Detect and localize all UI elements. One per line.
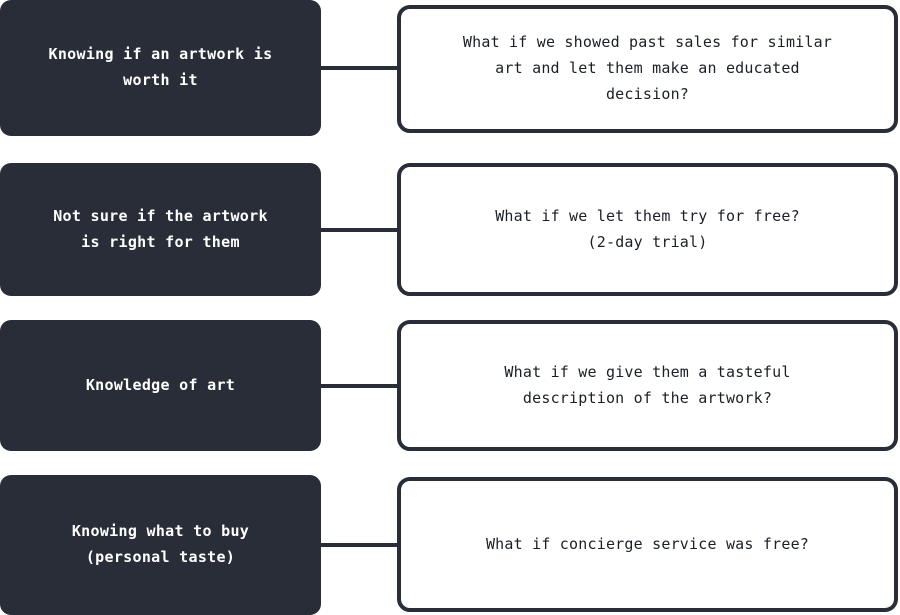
idea-box-4[interactable]: What if concierge service was free? (397, 477, 898, 612)
problem-box-4[interactable]: Knowing what to buy (personal taste) (0, 475, 321, 615)
problem-label: Knowing what to buy (personal taste) (71, 522, 250, 566)
idea-label: What if concierge service was free? (485, 534, 810, 553)
diagram-row: Knowing if an artwork is worth it What i… (0, 0, 900, 136)
idea-box-3[interactable]: What if we give them a tasteful descript… (397, 320, 898, 451)
connector-line-4 (321, 543, 399, 547)
connector-line-2 (321, 228, 399, 232)
idea-label: What if we give them a tasteful descript… (504, 362, 791, 407)
idea-label: What if we showed past sales for similar… (462, 33, 833, 103)
problem-label: Knowledge of art (85, 375, 236, 394)
problem-box-3[interactable]: Knowledge of art (0, 320, 321, 451)
idea-box-1[interactable]: What if we showed past sales for similar… (397, 5, 898, 133)
idea-box-2[interactable]: What if we let them try for free? (2-day… (397, 163, 898, 296)
problem-box-2[interactable]: Not sure if the artwork is right for the… (0, 163, 321, 296)
connector-line-1 (321, 66, 399, 70)
diagram-row: Knowledge of art What if we give them a … (0, 320, 900, 451)
connector-line-3 (321, 384, 399, 388)
idea-label: What if we let them try for free? (2-day… (495, 206, 800, 251)
diagram-row: Not sure if the artwork is right for the… (0, 163, 900, 296)
problem-box-1[interactable]: Knowing if an artwork is worth it (0, 0, 321, 136)
problem-label: Not sure if the artwork is right for the… (53, 206, 268, 251)
problem-label: Knowing if an artwork is worth it (48, 45, 273, 89)
diagram-row: Knowing what to buy (personal taste) Wha… (0, 475, 900, 615)
